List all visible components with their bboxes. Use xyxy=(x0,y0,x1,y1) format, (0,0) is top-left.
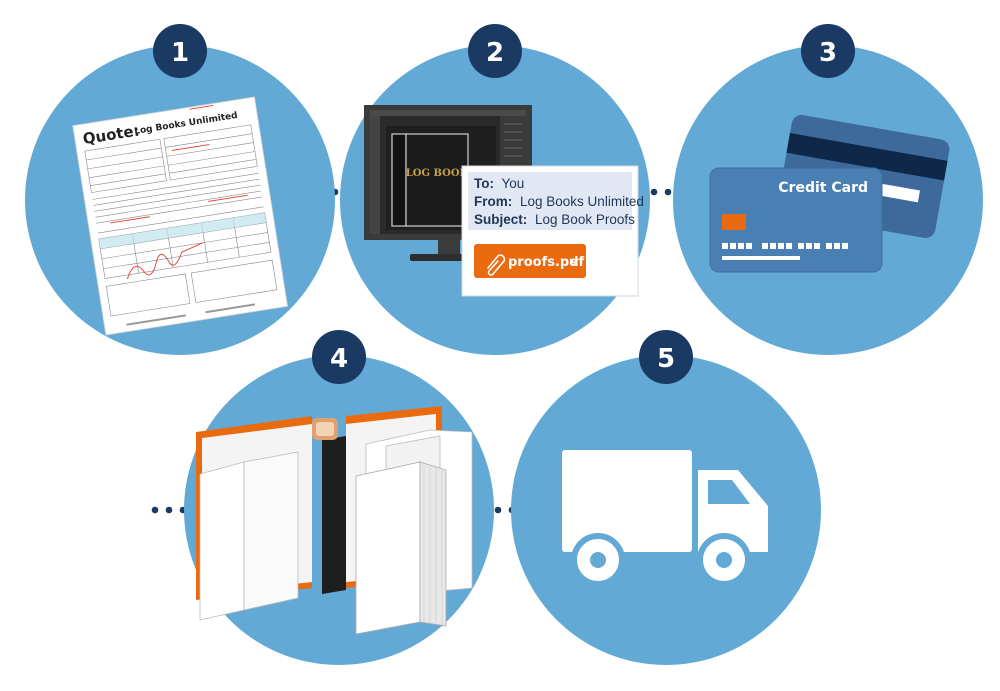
step-4: 4 xyxy=(184,330,494,665)
email-preview-panel: To: You From: Log Books Unlimited Subjec… xyxy=(461,165,644,297)
step-5-number: 5 xyxy=(657,344,675,374)
email-to: To: You xyxy=(474,176,524,191)
email-to-value: You xyxy=(502,176,525,191)
attachment-label: proofs.pdf xyxy=(508,255,585,270)
monitor-book-title: LOG BOOK xyxy=(406,168,469,179)
step-2: LOG BOOK To: You From: Log Books Unlimit… xyxy=(340,24,650,355)
email-to-label: To: xyxy=(474,176,494,191)
step-3-number: 3 xyxy=(819,38,837,68)
step-1-number: 1 xyxy=(171,38,189,68)
email-subject: Subject: Log Book Proofs xyxy=(474,212,635,227)
step-3-badge xyxy=(801,24,855,78)
credit-card-icon: Credit Card xyxy=(709,114,950,273)
attachment-button[interactable]: proofs.pdf xyxy=(474,244,586,278)
card-chip xyxy=(722,214,746,230)
paperclip-icon xyxy=(487,254,506,276)
step-5: 5 xyxy=(511,330,821,665)
email-subject-value: Log Book Proofs xyxy=(535,212,635,227)
step-5-badge xyxy=(639,330,693,384)
delivery-truck-icon xyxy=(562,450,768,587)
connector-dots-left-4 xyxy=(151,506,187,514)
step-2-badge xyxy=(468,24,522,78)
step-4-badge xyxy=(312,330,366,384)
step-3: Credit Card 3 xyxy=(673,24,983,355)
step-2-number: 2 xyxy=(486,38,504,68)
email-subject-label: Subject: xyxy=(474,212,527,227)
email-from-label: From: xyxy=(474,194,512,209)
email-from-value: Log Books Unlimited xyxy=(520,194,644,209)
step-4-number: 4 xyxy=(330,344,348,374)
step-1-badge xyxy=(153,24,207,78)
chevron-down-icon xyxy=(569,258,579,265)
credit-card-label: Credit Card xyxy=(778,180,868,196)
step-1: Quote: Log Books Unlimited xyxy=(25,24,335,355)
log-books-icon xyxy=(196,406,473,635)
email-from: From: Log Books Unlimited xyxy=(474,194,644,209)
quote-document-icon: Quote: Log Books Unlimited xyxy=(72,96,289,336)
